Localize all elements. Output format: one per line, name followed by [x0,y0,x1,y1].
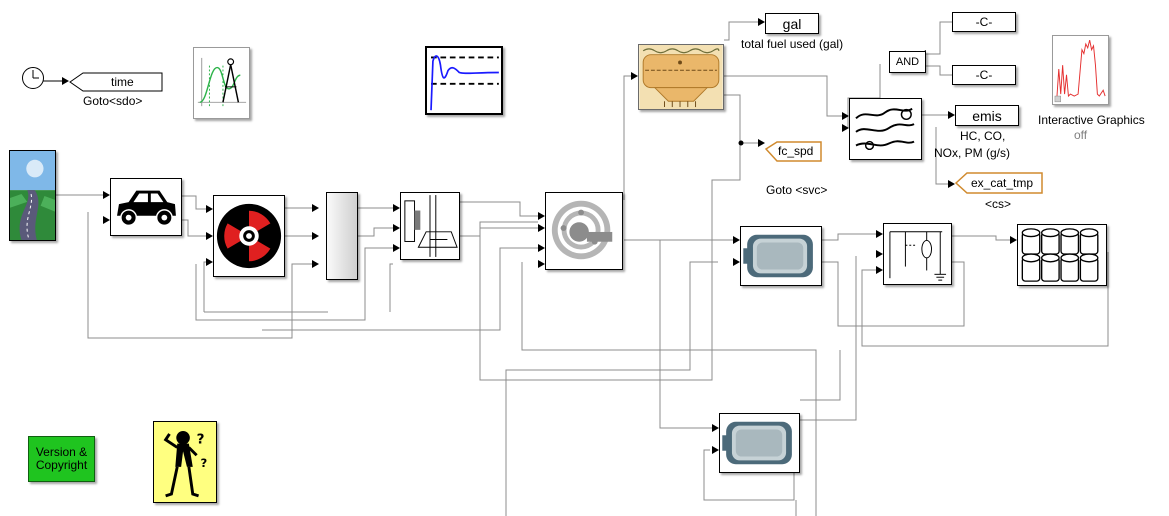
calibration-scope-block[interactable] [193,47,250,119]
goto-time-block[interactable]: time [69,72,163,92]
exhaust-swirl-icon [855,107,915,151]
goto-tag-shape [955,172,1043,194]
svg-text:?: ? [201,456,208,470]
wheel-icon [216,203,282,269]
final-drive-block[interactable] [326,192,358,280]
interactive-graphics-state: off [1074,128,1088,142]
fc-spd-tag: fc_spd [778,144,814,158]
frequency-plot-icon [1054,39,1106,103]
fuel-tank-icon [639,45,723,109]
engine-block[interactable] [545,192,623,270]
svg-text:?: ? [197,432,205,448]
generator-block[interactable] [740,226,822,286]
battery-cells-icon [1021,228,1099,282]
calipers-graph-icon [197,57,247,107]
road-landscape-icon [10,151,55,240]
response-scope-block[interactable] [425,46,503,115]
emis-display-text: emis [972,107,1002,124]
gal-display-block[interactable]: gal [765,13,819,34]
ex-cat-tmp-tag: ex_cat_tmp [971,176,1034,190]
power-converter-block[interactable] [883,223,952,285]
emis-display-block[interactable]: emis [955,105,1019,126]
emis-caption-line2: NOx, PM (g/s) [934,146,1011,160]
vehicle-block[interactable] [110,178,182,236]
and-gate-text: AND [895,56,920,68]
ex-cat-tmp-goto-block[interactable]: ex_cat_tmp [955,172,1043,194]
motor-block[interactable] [719,413,800,473]
goto-tag-shape [765,141,822,162]
clock-block[interactable] [21,66,45,90]
gearbox-block[interactable] [400,192,460,260]
version-copyright-button[interactable]: Version & Copyright [28,436,95,482]
car-icon [117,190,176,227]
gal-caption: total fuel used (gal) [741,37,844,51]
help-block[interactable]: ? ? [153,421,217,503]
battery-block[interactable] [1017,224,1107,286]
fuel-tank-block[interactable] [638,44,724,110]
step-response-icon [430,55,499,111]
clock-icon [22,67,44,89]
ex-cat-tmp-caption: <cs> [985,197,1012,211]
constant-top-text: -C- [975,15,993,29]
interactive-graphics-caption: Interactive Graphics [1038,113,1145,127]
version-line2: Copyright [35,458,88,472]
circuit-icon [889,231,947,281]
wheel-block[interactable] [213,195,285,277]
goto-tag-shape [69,72,163,92]
signal-lines [43,21,1109,516]
goto-time-tag: time [111,75,134,89]
constant-bottom-block[interactable]: -C- [952,65,1016,85]
and-gate-block[interactable]: AND [889,51,926,73]
gal-display-text: gal [782,15,802,32]
emis-caption-line1: HC, CO, [960,129,1006,143]
electric-machine-icon [722,421,792,465]
drive-cycle-block[interactable] [9,150,56,241]
constant-top-block[interactable]: -C- [952,12,1016,32]
version-line1: Version & [35,445,88,459]
emissions-block[interactable] [849,98,922,160]
gearbox-icon [404,195,458,257]
constant-bottom-text: -C- [975,68,993,82]
confused-person-icon: ? ? [163,431,208,498]
fc-spd-goto-block[interactable]: fc_spd [765,141,822,176]
engine-icon [551,200,613,260]
interactive-graphics-block[interactable] [1052,35,1109,105]
fc-spd-caption: Goto <svc> [766,183,828,197]
goto-time-caption: Goto<sdo> [83,94,143,108]
electric-machine-icon [743,234,813,278]
